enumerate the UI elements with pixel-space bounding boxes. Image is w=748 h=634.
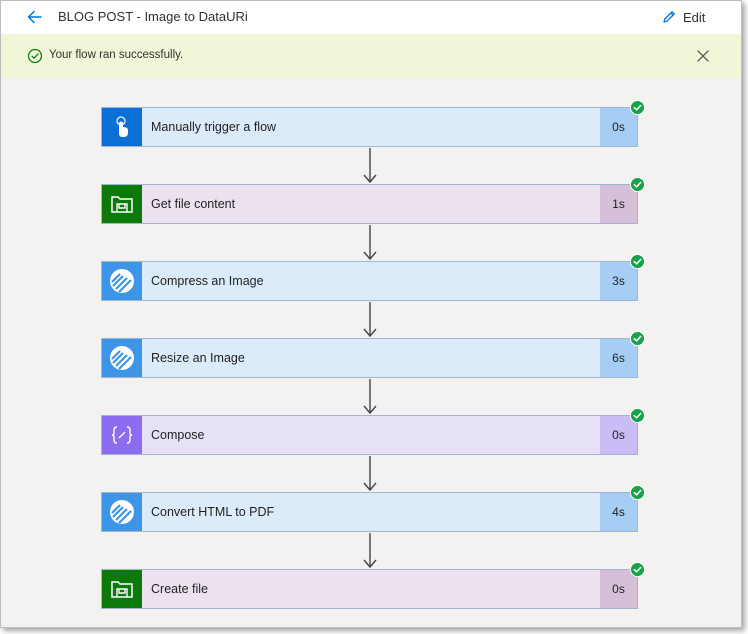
step-get-file-content[interactable]: Get file content 1s [101,177,645,224]
page-title: BLOG POST - Image to DataURi [58,9,248,24]
step-duration: 6s [600,339,637,377]
encodian-icon [102,493,142,531]
file-content-icon [102,185,142,223]
step-convert-html-to-pdf[interactable]: Convert HTML to PDF 4s [101,485,645,532]
success-check-icon [630,562,645,577]
step-label: Convert HTML to PDF [151,505,275,519]
success-check-icon [630,254,645,269]
flow-arrow-icon [363,225,377,261]
header-bar: BLOG POST - Image to DataURi Edit [1,1,741,34]
step-label: Compose [151,428,205,442]
success-check-icon [630,100,645,115]
success-check-icon [630,485,645,500]
step-manually-trigger[interactable]: Manually trigger a flow 0s [101,100,645,147]
step-duration: 0s [600,416,637,454]
step-duration: 3s [600,262,637,300]
encodian-icon [102,339,142,377]
pencil-icon [663,11,675,23]
step-label: Create file [151,582,208,596]
touch-icon [102,108,142,146]
step-label: Resize an Image [151,351,245,365]
step-duration: 4s [600,493,637,531]
step-create-file[interactable]: Create file 0s [101,562,645,609]
success-check-icon [630,331,645,346]
compose-icon [102,416,142,454]
step-duration: 1s [600,185,637,223]
edit-button[interactable]: Edit [661,7,705,27]
step-resize-image[interactable]: Resize an Image 6s [101,331,645,378]
success-banner: Your flow ran successfully. [1,34,741,78]
success-check-icon [630,177,645,192]
encodian-icon [102,262,142,300]
edit-label: Edit [683,9,706,25]
flow-arrow-icon [363,456,377,492]
flow-arrow-icon [363,148,377,184]
flow-canvas: Manually trigger a flow 0s Get file cont… [1,78,741,627]
flow-arrow-icon [363,302,377,338]
step-label: Manually trigger a flow [151,120,277,134]
back-button[interactable] [23,7,49,27]
check-circle-icon [27,48,43,64]
step-label: Compress an Image [151,274,264,288]
dismiss-banner-button[interactable] [694,47,712,65]
file-content-icon [102,570,142,608]
banner-message: Your flow ran successfully. [49,49,184,61]
step-compress-image[interactable]: Compress an Image 3s [101,254,645,301]
step-compose[interactable]: Compose 0s [101,408,645,455]
back-arrow-icon [27,10,42,24]
flow-arrow-icon [363,533,377,569]
step-label: Get file content [151,197,236,211]
step-duration: 0s [600,108,637,146]
close-icon [697,50,709,62]
success-check-icon [630,408,645,423]
flow-arrow-icon [363,379,377,415]
step-duration: 0s [600,570,637,608]
